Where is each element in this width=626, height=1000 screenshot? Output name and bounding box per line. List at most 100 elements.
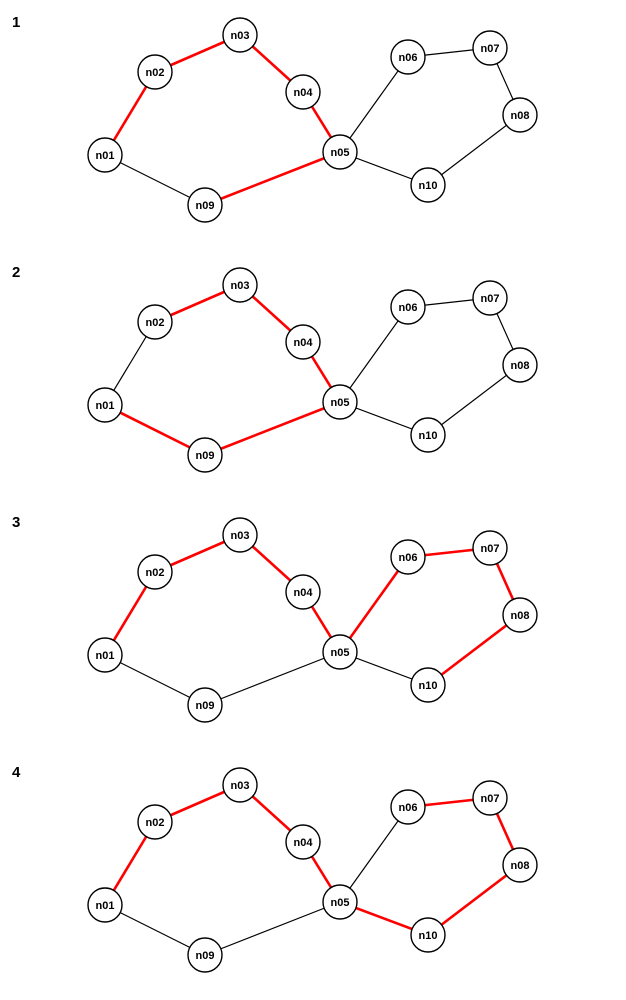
node-n06: n06 [390, 289, 426, 325]
node-n02: n02 [137, 554, 173, 590]
node-n04: n04 [285, 574, 321, 610]
node-circle-n03 [222, 517, 258, 553]
node-circle-n06 [390, 289, 426, 325]
node-circle-n10 [410, 917, 446, 953]
highlighted-edge-n09-n05 [204, 400, 341, 457]
node-n10: n10 [410, 417, 446, 453]
node-n09: n09 [187, 437, 223, 473]
edge-n09-n05 [204, 651, 341, 706]
node-n03: n03 [222, 517, 258, 553]
highlighted-edge-n01-n09 [104, 403, 206, 457]
panel-number-label: 3 [12, 514, 21, 531]
node-circle-n01 [87, 637, 123, 673]
edge-n01-n09 [104, 904, 206, 956]
node-circle-n09 [187, 687, 223, 723]
node-circle-n09 [187, 187, 223, 223]
node-circle-n10 [410, 417, 446, 453]
node-circle-n06 [390, 539, 426, 575]
highlighted-edge-n08-n10 [427, 863, 521, 937]
panel-number-label: 1 [12, 14, 21, 31]
node-n03: n03 [222, 767, 258, 803]
node-circle-n10 [410, 667, 446, 703]
node-n02: n02 [137, 804, 173, 840]
node-circle-n08 [502, 847, 538, 883]
node-n09: n09 [187, 937, 223, 973]
edge-n05-n06 [339, 806, 409, 903]
node-n09: n09 [187, 687, 223, 723]
node-circle-n01 [87, 887, 123, 923]
node-circle-n04 [285, 824, 321, 860]
node-n05: n05 [322, 884, 358, 920]
edge-n01-n09 [104, 654, 206, 706]
node-circle-n08 [502, 97, 538, 133]
node-n01: n01 [87, 637, 123, 673]
node-n05: n05 [322, 134, 358, 170]
node-n07: n07 [472, 30, 508, 66]
node-circle-n06 [390, 39, 426, 75]
node-circle-n03 [222, 767, 258, 803]
node-n01: n01 [87, 887, 123, 923]
node-circle-n02 [137, 54, 173, 90]
node-circle-n02 [137, 554, 173, 590]
node-circle-n09 [187, 437, 223, 473]
node-n06: n06 [390, 539, 426, 575]
node-n04: n04 [285, 824, 321, 860]
node-circle-n05 [322, 634, 358, 670]
node-n10: n10 [410, 917, 446, 953]
node-n07: n07 [472, 530, 508, 566]
node-n06: n06 [390, 789, 426, 825]
node-circle-n08 [502, 347, 538, 383]
panel-number-label: 4 [12, 764, 21, 781]
node-n04: n04 [285, 74, 321, 110]
node-circle-n03 [222, 17, 258, 53]
panel-number-label: 2 [12, 264, 21, 281]
node-circle-n05 [322, 134, 358, 170]
node-n01: n01 [87, 387, 123, 423]
edge-n05-n06 [339, 56, 409, 153]
edge-n01-n09 [104, 154, 206, 206]
highlighted-edge-n09-n05 [204, 150, 341, 207]
edge-n09-n05 [204, 901, 341, 956]
node-n03: n03 [222, 267, 258, 303]
node-circle-n07 [472, 280, 508, 316]
node-circle-n06 [390, 789, 426, 825]
node-circle-n04 [285, 324, 321, 360]
node-circle-n02 [137, 804, 173, 840]
node-n05: n05 [322, 384, 358, 420]
highlighted-edge-n08-n10 [427, 613, 521, 687]
node-n01: n01 [87, 137, 123, 173]
node-n03: n03 [222, 17, 258, 53]
node-n09: n09 [187, 187, 223, 223]
node-n08: n08 [502, 347, 538, 383]
node-n08: n08 [502, 847, 538, 883]
node-n05: n05 [322, 634, 358, 670]
node-circle-n02 [137, 304, 173, 340]
node-circle-n01 [87, 137, 123, 173]
node-n07: n07 [472, 780, 508, 816]
node-n04: n04 [285, 324, 321, 360]
node-circle-n08 [502, 597, 538, 633]
node-circle-n05 [322, 384, 358, 420]
node-circle-n07 [472, 30, 508, 66]
edge-n08-n10 [427, 364, 521, 436]
node-circle-n04 [285, 74, 321, 110]
node-circle-n07 [472, 780, 508, 816]
node-circle-n03 [222, 267, 258, 303]
node-circle-n05 [322, 884, 358, 920]
node-n02: n02 [137, 54, 173, 90]
node-n07: n07 [472, 280, 508, 316]
node-circle-n09 [187, 937, 223, 973]
node-n02: n02 [137, 304, 173, 340]
node-n06: n06 [390, 39, 426, 75]
highlighted-edge-n05-n06 [338, 556, 410, 653]
edge-n08-n10 [427, 114, 521, 186]
node-n10: n10 [410, 167, 446, 203]
